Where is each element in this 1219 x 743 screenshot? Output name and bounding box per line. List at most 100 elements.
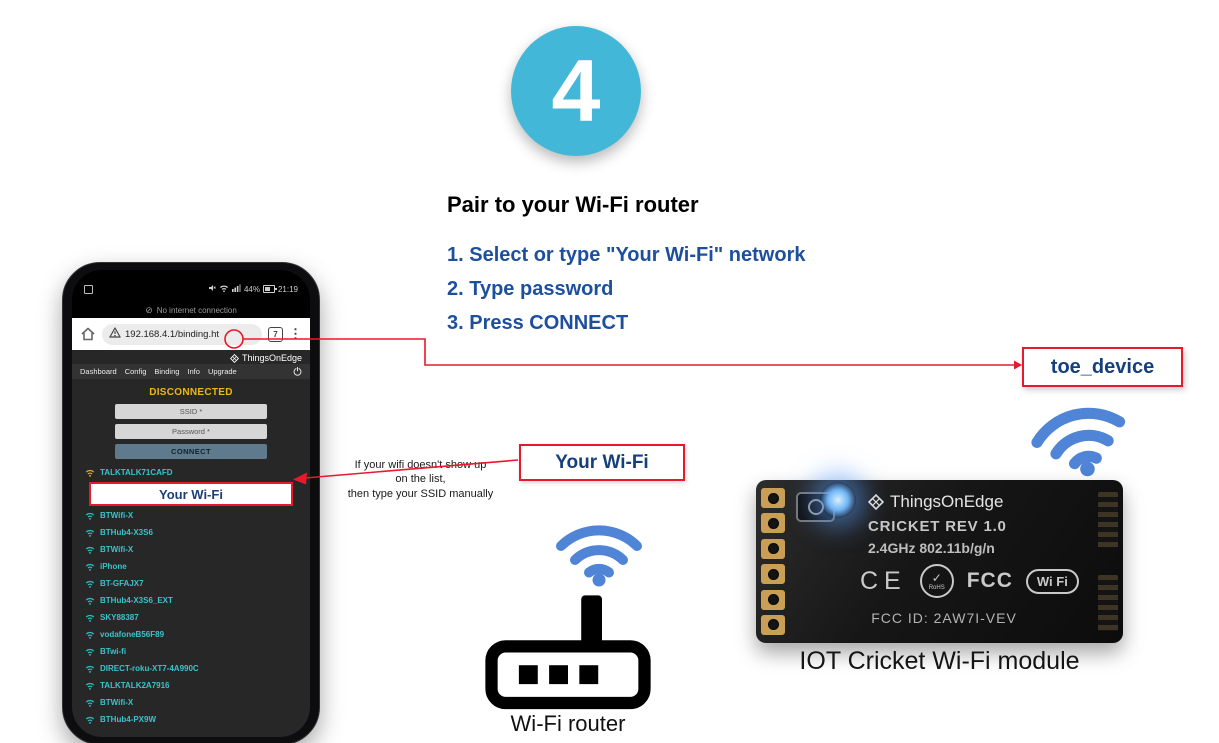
mute-icon <box>208 284 216 294</box>
ssid-input[interactable]: SSID * <box>115 404 267 419</box>
ce-mark: CE <box>860 566 907 595</box>
network-name: iPhone <box>100 562 127 571</box>
nav-item[interactable]: Binding <box>154 367 180 376</box>
battery-icon <box>262 285 277 293</box>
rohs-mark: ✓ RoHS <box>919 564 954 598</box>
tab-counter[interactable]: 7 <box>268 326 283 342</box>
wifi-network-item[interactable]: BTHub4-PX9W <box>85 711 310 728</box>
router-icon <box>483 592 653 712</box>
nav-item[interactable]: Dashboard <box>80 367 117 376</box>
module-connector-pads <box>1098 492 1118 548</box>
castellated-pad <box>761 589 785 610</box>
wifi-icon <box>85 545 95 554</box>
led-glow <box>820 482 856 518</box>
no-internet-banner: No internet connection <box>72 302 310 318</box>
network-name: TALKTALK2A7916 <box>100 681 170 690</box>
notification-icon <box>84 284 93 294</box>
wifi-network-item[interactable]: BTwi-fi <box>85 643 310 660</box>
phone-mockup: 44% 21:19 No internet connection 192.168… <box>62 262 320 743</box>
wifi-network-item[interactable]: BTHub4-X3S6 <box>85 524 310 541</box>
network-name: BTHub4-PX9W <box>100 715 156 724</box>
wifi-icon <box>85 468 95 477</box>
wifi-network-item[interactable]: BTWifi-X <box>85 694 310 711</box>
module-fcc-id: FCC ID: 2AW7I-VEV <box>871 610 1017 626</box>
castellated-pad <box>761 513 785 534</box>
toe-device-connector-line <box>243 338 1014 366</box>
nav-item[interactable]: Config <box>124 367 147 376</box>
module-certifications: CE ✓ RoHS FCC Wi Fi <box>860 564 1079 598</box>
password-input[interactable]: Password * <box>115 424 267 439</box>
wifi-icon <box>85 596 95 605</box>
instruction-line: 3. Press CONNECT <box>447 312 629 334</box>
rohs-label: RoHS <box>928 584 945 591</box>
module-radio-spec: 2.4GHz 802.11b/g/n <box>868 540 995 556</box>
castellated-pad <box>761 614 785 635</box>
wifi-network-item[interactable]: TALKTALK71CAFD <box>85 464 310 481</box>
your-wifi-callout: Your Wi-Fi <box>519 444 685 481</box>
wifi-network-item[interactable]: BT-GFAJX7 <box>85 575 310 592</box>
module-pin-strip <box>761 488 787 635</box>
wifi-icon <box>85 579 95 588</box>
network-list-top: TALKTALK71CAFD <box>72 464 310 481</box>
wifi-icon <box>85 613 95 622</box>
cricket-module: ThingsOnEdge CRICKET REV 1.0 2.4GHz 802.… <box>756 480 1123 643</box>
power-icon[interactable] <box>293 367 302 376</box>
wifi-network-item[interactable]: TALKTALK2A7916 <box>85 677 310 694</box>
binding-page: ThingsOnEdge Dashboard Config Binding Info U… <box>72 350 310 737</box>
toe-device-arrowhead <box>1014 360 1022 370</box>
wifi-icon <box>85 664 95 673</box>
wifi-network-item[interactable]: SKY88387 <box>85 609 310 626</box>
wifi-icon <box>85 681 95 690</box>
wifi-status-icon <box>219 284 229 294</box>
network-name: BTWifi-X <box>100 511 134 520</box>
network-name: BTHub4-X3S6 <box>100 528 153 537</box>
wifi-icon <box>85 630 95 639</box>
network-name: BTWifi-X <box>100 545 134 554</box>
status-bar: 44% 21:19 <box>72 270 310 302</box>
wifi-icon <box>85 647 95 656</box>
selected-network[interactable]: Your Wi-Fi <box>89 482 293 506</box>
wifi-icon <box>85 511 95 520</box>
instruction-line: 1. Select or type "Your Wi-Fi" network <box>447 244 806 266</box>
castellated-pad <box>761 564 785 585</box>
wifi-certified-mark: Wi Fi <box>1025 568 1079 594</box>
wifi-network-item[interactable]: BTWifi-X <box>85 541 310 558</box>
address-bar[interactable]: 192.168.4.1/binding.ht <box>102 323 262 345</box>
nav-item[interactable]: Info <box>187 367 200 376</box>
wifi-network-item[interactable]: iPhone <box>85 558 310 575</box>
fcc-mark: FCC <box>966 569 1013 592</box>
no-internet-text: No internet connection <box>156 305 237 315</box>
wifi-network-item[interactable]: BTWifi-X <box>85 507 310 524</box>
network-name: TALKTALK71CAFD <box>100 468 173 477</box>
warning-icon <box>109 325 121 343</box>
step-title: Pair to your Wi-Fi router <box>447 192 699 217</box>
instruction-line: 2. Type password <box>447 278 614 300</box>
browser-menu-icon[interactable] <box>289 325 302 343</box>
thingsonedge-logo-icon <box>229 353 239 363</box>
network-name: SKY88387 <box>100 613 139 622</box>
module-connector-pads <box>1098 575 1118 631</box>
instruction-list: 1. Select or type "Your Wi-Fi" network 2.… <box>447 238 805 340</box>
phone-screen: 44% 21:19 No internet connection 192.168… <box>72 270 310 737</box>
offline-icon <box>145 305 153 316</box>
step-number-badge: 4 <box>511 26 641 156</box>
wifi-network-item[interactable]: BTHub4-X3S6_EXT <box>85 592 310 609</box>
castellated-pad <box>761 538 785 559</box>
castellated-pad <box>761 488 785 508</box>
wifi-network-item[interactable]: vodafoneB56F89 <box>85 626 310 643</box>
wifi-signal-icon <box>1012 372 1143 490</box>
network-name: BTwi-fi <box>100 647 127 656</box>
step-number: 4 <box>551 41 601 140</box>
url-text: 192.168.4.1/binding.ht <box>125 328 220 340</box>
wifi-icon <box>85 715 95 724</box>
brand-text: ThingsOnEdge <box>241 353 302 363</box>
module-brand-text: ThingsOnEdge <box>890 492 1004 511</box>
connect-button[interactable]: CONNECT <box>115 444 267 459</box>
toe-device-callout: toe_device <box>1022 347 1183 387</box>
home-icon[interactable] <box>80 326 96 342</box>
nav-item[interactable]: Upgrade <box>207 367 237 376</box>
wifi-icon <box>85 528 95 537</box>
wifi-signal-icon <box>549 503 649 587</box>
wifi-network-item[interactable]: DIRECT-roku-XT7-4A990C <box>85 660 310 677</box>
